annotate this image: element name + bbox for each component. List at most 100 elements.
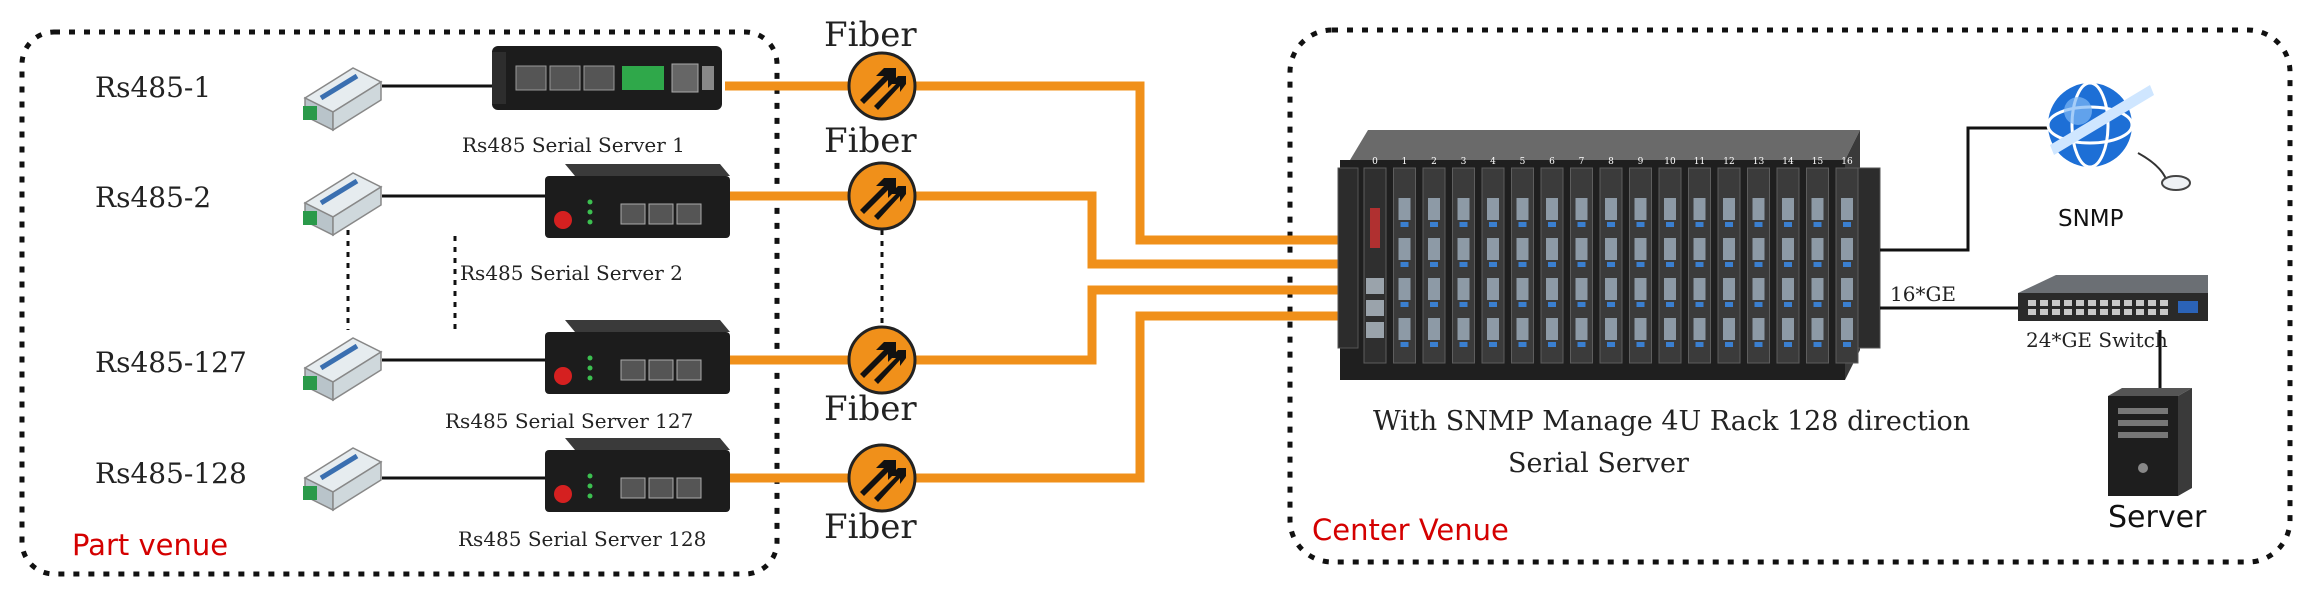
rack-slot-port xyxy=(1752,318,1765,340)
rack-slot-led xyxy=(1666,262,1674,267)
rack-slot-number: 14 xyxy=(1782,157,1794,167)
rack-slot-led xyxy=(1784,342,1792,347)
rack-label-line1: With SNMP Manage 4U Rack 128 direction xyxy=(1373,406,1970,437)
rack-slot-led xyxy=(1843,222,1851,227)
rack-slot-number: 13 xyxy=(1753,157,1765,167)
fiber-transceiver-icon xyxy=(847,51,917,121)
rack-slot-led xyxy=(1577,342,1586,347)
rack-slot-port xyxy=(1664,198,1676,220)
rack-slot-led xyxy=(1843,262,1851,267)
fiber-label-1: Fiber xyxy=(824,15,917,55)
rack-slot-port xyxy=(1457,198,1470,220)
rack-slot-led xyxy=(1430,222,1438,227)
fiber-label-3: Fiber xyxy=(824,389,917,429)
rack-slot-led xyxy=(1813,342,1822,347)
rack-slot-port xyxy=(1723,198,1735,220)
rack-slot-port xyxy=(1693,238,1706,260)
rack-slot-led xyxy=(1725,222,1733,227)
fiber-line-4 xyxy=(720,311,1338,483)
rack-slot-port xyxy=(1428,318,1440,340)
rack-slot-led xyxy=(1784,262,1792,267)
rack-slot-port xyxy=(1723,278,1735,300)
rack-slot-port xyxy=(1487,318,1499,340)
rack-slot-port xyxy=(1398,318,1411,340)
fiber-line-1 xyxy=(725,81,1338,245)
rack-slot-led xyxy=(1400,302,1409,307)
rack-slot-port xyxy=(1457,238,1470,260)
network-switch-icon xyxy=(2018,275,2208,321)
rs485-converter-icon xyxy=(303,172,383,237)
rack-slot-port xyxy=(1546,198,1558,220)
rack-slot-led xyxy=(1577,302,1586,307)
rack-slot-led xyxy=(1489,222,1497,227)
rack-slot-port xyxy=(1782,318,1794,340)
rack-mgmt-led xyxy=(1370,208,1380,248)
rs485-input-label-1: Rs485-1 xyxy=(95,71,211,104)
rack-slot-port xyxy=(1841,198,1853,220)
rack-slot-port xyxy=(1516,278,1529,300)
rack-slot-led xyxy=(1430,262,1438,267)
rack-slot-led xyxy=(1695,342,1704,347)
rack-slot-port xyxy=(1634,198,1647,220)
rack-slot-number: 12 xyxy=(1723,157,1734,167)
rack-slot-port xyxy=(1664,278,1676,300)
rack-slot-port xyxy=(1723,318,1735,340)
rack-slot-number: 7 xyxy=(1579,157,1585,167)
rs485-input-label-3: Rs485-127 xyxy=(95,346,247,379)
rack-slot-port xyxy=(1605,238,1617,260)
rack-slot-led xyxy=(1430,302,1438,307)
rack-slot-led xyxy=(1577,262,1586,267)
rack-slot-port xyxy=(1457,318,1470,340)
part-venue-label: Part venue xyxy=(72,528,228,562)
switch-label: 24*GE Switch xyxy=(2026,328,2168,352)
rack-slot-number: 4 xyxy=(1490,157,1496,167)
rack-slot-led xyxy=(1459,302,1468,307)
serial-server-icon xyxy=(545,164,730,238)
rack-slot-led xyxy=(1695,302,1704,307)
rack-slot-led xyxy=(1666,222,1674,227)
rack-label-line2: Serial Server xyxy=(1508,448,1689,479)
server-tower-icon xyxy=(2108,388,2192,496)
serial-server-label-4: Rs485 Serial Server 128 xyxy=(458,527,706,551)
rack-slot-port xyxy=(1811,238,1824,260)
center-venue-border xyxy=(1287,27,2293,565)
rack-slot-port xyxy=(1634,318,1647,340)
rack-slot-led xyxy=(1430,342,1438,347)
serial-server-icon xyxy=(545,438,730,512)
rack-slot-led xyxy=(1577,222,1586,227)
rack-slot-number: 1 xyxy=(1402,157,1408,167)
rack-slot-port xyxy=(1723,238,1735,260)
serial-server-label-3: Rs485 Serial Server 127 xyxy=(445,409,693,433)
part-venue-border xyxy=(19,29,780,577)
rack-slot-port xyxy=(1811,318,1824,340)
serial-server-icon xyxy=(545,320,730,394)
rack-slot-port xyxy=(1516,198,1529,220)
rack-slot-led xyxy=(1518,262,1527,267)
rack-slot-port xyxy=(1752,238,1765,260)
rack-slot-port xyxy=(1605,278,1617,300)
rack-slot-led xyxy=(1784,302,1792,307)
rack-slot-port xyxy=(1605,198,1617,220)
rack-slot-led xyxy=(1636,342,1645,347)
rack-slot-port xyxy=(1782,198,1794,220)
rack-mgmt-port xyxy=(1366,278,1384,294)
rack-mgmt-port xyxy=(1366,300,1384,316)
rack-slot-led xyxy=(1548,222,1556,227)
serial-server-icon xyxy=(492,46,722,110)
rack-slot-port xyxy=(1752,278,1765,300)
rack-slot-port xyxy=(1546,278,1558,300)
rack-slot-port xyxy=(1398,238,1411,260)
rack-slot-port xyxy=(1605,318,1617,340)
rs485-converter-icon xyxy=(303,337,383,402)
rack-slot-port xyxy=(1546,238,1558,260)
rack-slot-led xyxy=(1548,302,1556,307)
rack-slot-port xyxy=(1752,198,1765,220)
rack-slot-led xyxy=(1548,262,1556,267)
rack-slot-led xyxy=(1754,302,1763,307)
rack-slot-port xyxy=(1546,318,1558,340)
fiber-label-2: Fiber xyxy=(824,121,917,161)
rack-slot-number: 5 xyxy=(1520,157,1526,167)
rack-slot-port xyxy=(1575,278,1588,300)
rack-slot-port xyxy=(1782,278,1794,300)
snmp-globe-icon xyxy=(2046,81,2191,191)
